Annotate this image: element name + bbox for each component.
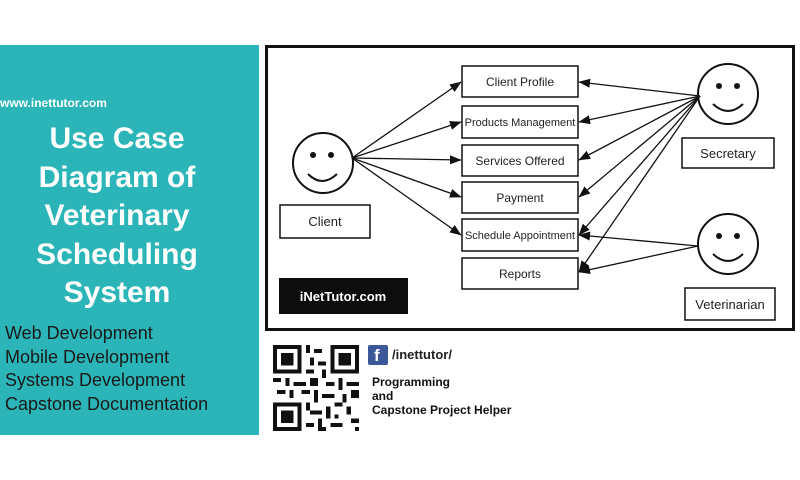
footer-line: Capstone Project Helper — [372, 403, 512, 417]
client-to-schedule-appointment-arrow — [351, 157, 462, 236]
secretary-label: Secretary — [700, 146, 756, 161]
secretary-to-services-offered-arrow — [578, 95, 701, 161]
footer-line: Programming — [372, 375, 451, 389]
client-to-payment-arrow — [351, 157, 462, 198]
secretary-to-products-management-arrow — [578, 95, 701, 125]
client-face-icon — [292, 132, 354, 194]
veterinarian-to-schedule-appointment-arrow — [578, 231, 699, 247]
veterinarian-to-reports-arrow — [578, 245, 699, 275]
title-line-1: Use Case — [49, 122, 185, 155]
secretary-label-box — [681, 137, 775, 169]
veterinarian-face-icon — [697, 213, 759, 275]
secretary-associations — [578, 78, 701, 273]
secretary-to-payment-arrow — [578, 95, 701, 198]
use-case-services-offered: Services Offered — [461, 144, 579, 177]
use-case-label: Products Management — [465, 117, 576, 129]
page-title: Use Case Diagram of Veterinary Schedulin… — [10, 120, 224, 313]
client-to-services-offered-arrow — [351, 155, 462, 165]
title-line-2: Diagram of — [38, 160, 196, 194]
site-url: www.inettutor.com — [0, 96, 107, 110]
use-case-label: Schedule Appointment — [465, 230, 575, 242]
secretary-to-reports-arrow — [578, 95, 701, 273]
secretary-to-schedule-appointment-arrow — [578, 95, 701, 236]
service-item: Mobile Development — [5, 346, 170, 367]
secretary-to-client-profile-arrow — [578, 78, 701, 97]
service-item: Capstone Documentation — [5, 393, 209, 414]
service-item: Systems Development — [5, 370, 186, 390]
use-case-label: Reports — [499, 267, 541, 281]
client-actor: Client — [279, 132, 371, 239]
use-case-products-management: Products Management — [461, 105, 579, 139]
title-line-5: System — [63, 276, 171, 309]
services-list: Web Development Mobile Development Syste… — [5, 322, 208, 416]
veterinarian-associations — [578, 231, 699, 275]
watermark-badge: iNetTutor.com — [279, 278, 408, 314]
qr-code — [273, 345, 359, 431]
use-case-payment: Payment — [461, 181, 579, 214]
veterinarian-label-box — [684, 287, 776, 321]
use-case-label: Client Profile — [486, 75, 554, 89]
client-to-products-management-arrow — [351, 121, 462, 159]
watermark-label: iNetTutor.com — [300, 289, 386, 304]
title-line-4: Scheduling — [36, 237, 198, 271]
use-case-schedule-appointment: Schedule Appointment — [461, 218, 579, 252]
client-label-box — [279, 204, 371, 239]
facebook-handle-link[interactable]: /inettutor/ — [392, 347, 452, 362]
use-case-label: Services Offered — [475, 154, 564, 168]
footer-tagline: Programming and Capstone Project Helper — [372, 375, 511, 417]
title-line-3: Veterinary — [44, 199, 190, 232]
secretary-actor: Secretary — [681, 63, 775, 169]
client-associations — [351, 81, 462, 236]
veterinarian-label: Veterinarian — [695, 297, 764, 312]
service-item: Web Development — [5, 323, 153, 343]
use-case-client-profile: Client Profile — [461, 65, 579, 98]
use-case-label: Payment — [496, 191, 544, 205]
footer-line: and — [372, 389, 394, 403]
client-label: Client — [308, 214, 342, 229]
secretary-face-icon — [697, 63, 759, 125]
facebook-icon[interactable]: f — [368, 345, 388, 365]
left-panel — [0, 45, 259, 435]
veterinarian-actor: Veterinarian — [684, 213, 776, 321]
client-to-client-profile-arrow — [351, 81, 462, 159]
use-case-reports: Reports — [461, 257, 579, 290]
